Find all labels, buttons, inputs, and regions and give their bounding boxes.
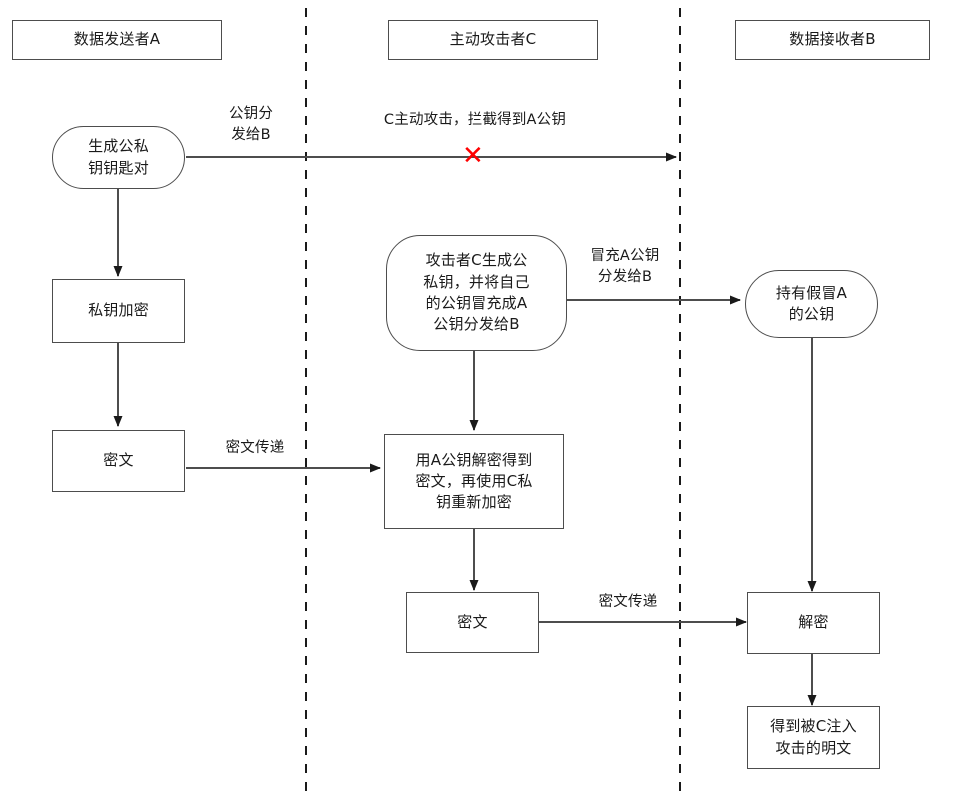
intercept-x-icon: ✕ — [462, 141, 484, 171]
edge-label-c-intercept: C主动攻击，拦截得到A公钥 — [383, 112, 567, 128]
node-ciphertext-c-label: 密文 — [457, 612, 488, 631]
lane-header-c: 主动攻击者C — [388, 20, 598, 60]
edge-label-fake-pubkey: 冒充A公钥 分发给B — [590, 248, 660, 285]
edge-label-cipher-pass-1: 密文传递 — [225, 440, 285, 456]
node-hold-fake-public-key-label: 持有假冒A 的公钥 — [775, 283, 848, 323]
node-ciphertext-c: 密文 — [406, 592, 539, 653]
node-private-key-encrypt-label: 私钥加密 — [88, 301, 149, 320]
lane-header-b: 数据接收者B — [735, 20, 930, 60]
node-attacker-generate-keys: 攻击者C生成公 私钥，并将自己 的公钥冒充成A 公钥分发给B — [386, 235, 567, 351]
node-generate-keypair-label: 生成公私 钥钥匙对 — [88, 137, 149, 177]
edge-label-cipher-pass-2: 密文传递 — [598, 594, 658, 610]
node-generate-keypair: 生成公私 钥钥匙对 — [52, 126, 185, 189]
node-injected-plaintext: 得到被C注入 攻击的明文 — [747, 706, 880, 769]
lane-header-c-label: 主动攻击者C — [449, 30, 537, 49]
lane-header-b-label: 数据接收者B — [789, 30, 876, 49]
node-decrypt-label: 解密 — [798, 613, 829, 632]
edge-label-pubkey-to-b: 公钥分 发给B — [228, 106, 274, 143]
node-private-key-encrypt: 私钥加密 — [52, 279, 185, 343]
node-hold-fake-public-key: 持有假冒A 的公钥 — [745, 270, 878, 338]
lane-header-a-label: 数据发送者A — [73, 30, 161, 49]
node-attacker-reencrypt-label: 用A公钥解密得到 密文，再使用C私 钥重新加密 — [415, 450, 533, 512]
node-injected-plaintext-label: 得到被C注入 攻击的明文 — [770, 717, 857, 757]
node-ciphertext-a-label: 密文 — [103, 451, 134, 470]
node-attacker-generate-keys-label: 攻击者C生成公 私钥，并将自己 的公钥冒充成A 公钥分发给B — [423, 251, 530, 334]
lane-header-a: 数据发送者A — [12, 20, 222, 60]
node-ciphertext-a: 密文 — [52, 430, 185, 492]
node-decrypt: 解密 — [747, 592, 880, 654]
node-attacker-reencrypt: 用A公钥解密得到 密文，再使用C私 钥重新加密 — [384, 434, 564, 529]
